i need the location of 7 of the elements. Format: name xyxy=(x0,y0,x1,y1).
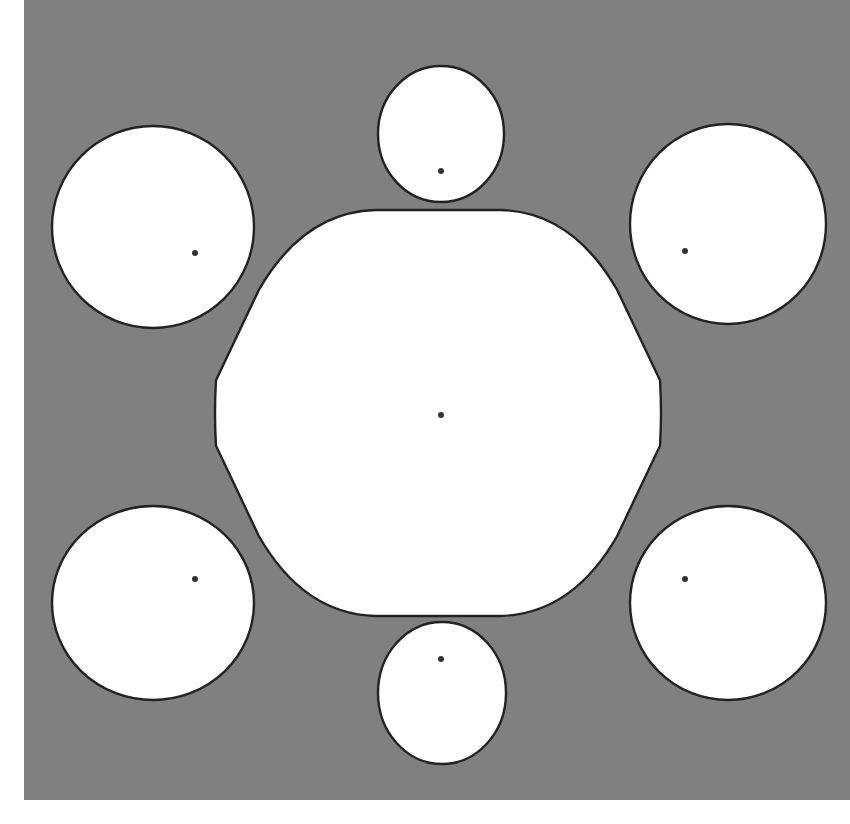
circle-shape xyxy=(50,124,256,330)
circle-shape xyxy=(50,504,256,702)
hexagon-shape xyxy=(214,208,662,618)
circle-shape xyxy=(628,122,828,326)
circle-shape xyxy=(376,620,508,766)
circle-shape xyxy=(376,64,506,204)
circle-shape xyxy=(628,504,828,702)
